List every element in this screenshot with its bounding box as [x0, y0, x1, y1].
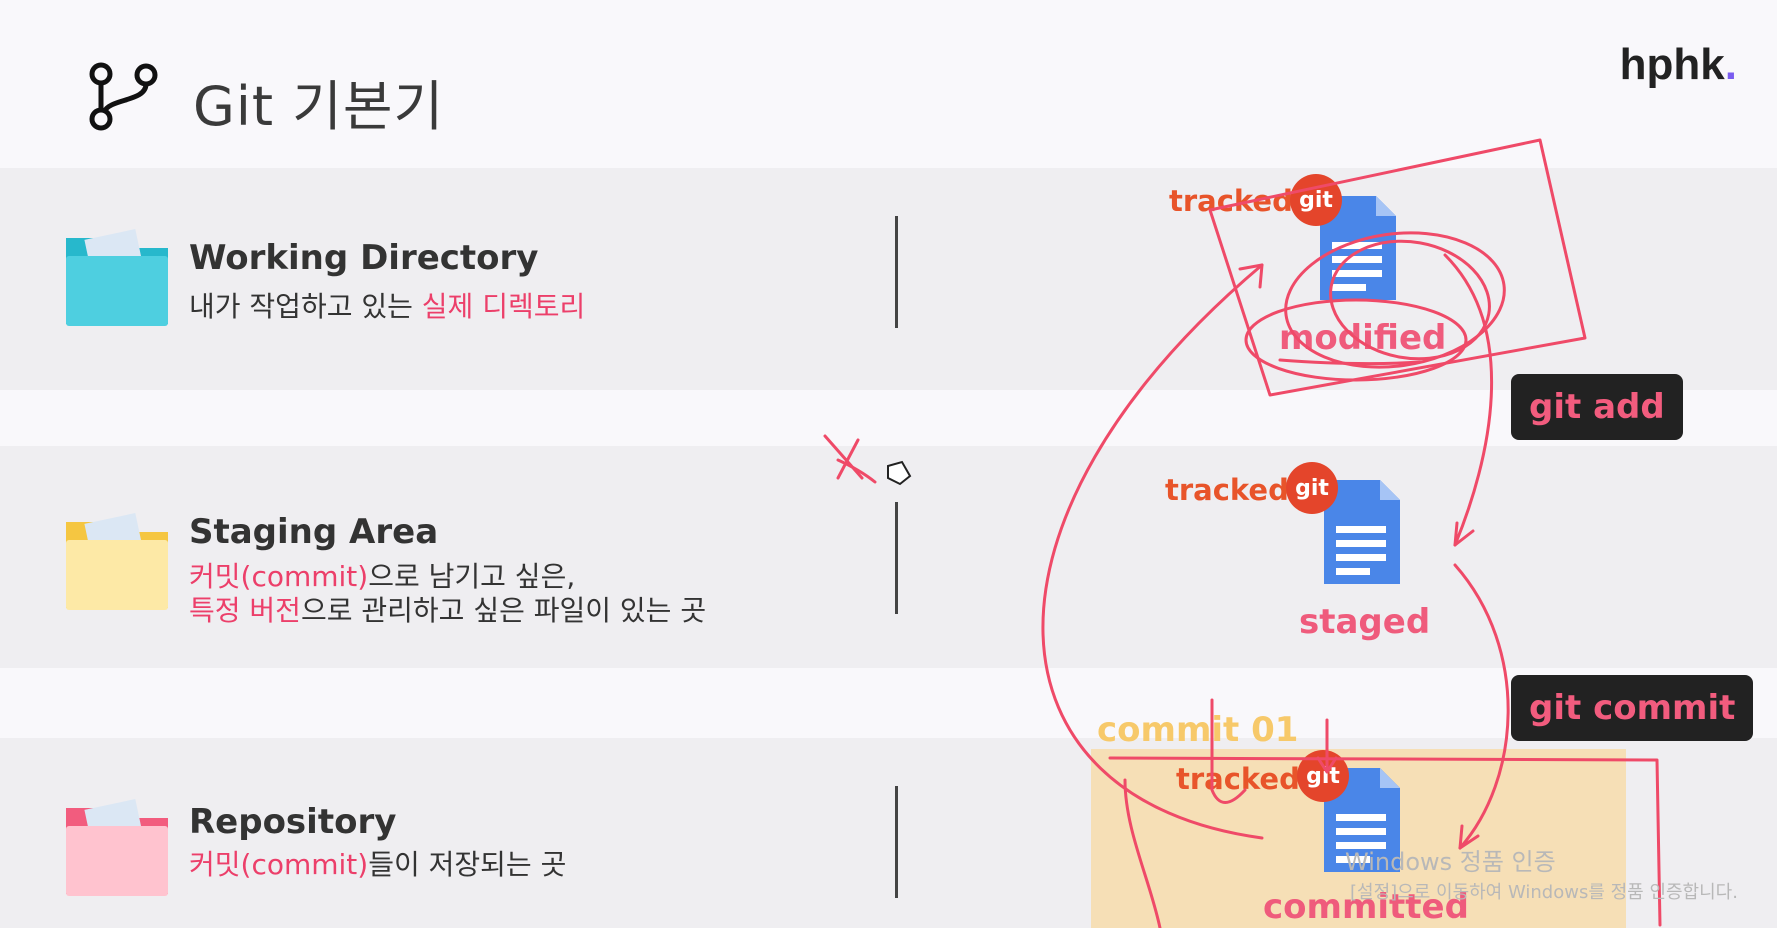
file-state-committed: committed [1263, 887, 1469, 927]
brand-logo: hphk. [1620, 40, 1737, 90]
desc-line-1: 커밋(commit)으로 남기고 싶은, [189, 560, 706, 594]
desc-line-2: 특정 버전으로 관리하고 싶은 파일이 있는 곳 [189, 594, 706, 628]
folder-pink-icon [66, 799, 168, 896]
working-directory-desc: 내가 작업하고 있는 실제 디렉토리 [189, 290, 585, 324]
divider-3 [895, 786, 898, 898]
brand-dot: . [1724, 40, 1737, 89]
staging-area-desc: 커밋(commit)으로 남기고 싶은, 특정 버전으로 관리하고 싶은 파일이… [189, 560, 706, 628]
desc-accent: 커밋(commit) [189, 560, 369, 593]
divider-2 [895, 502, 898, 614]
desc-text: 으로 남기고 싶은, [368, 560, 576, 593]
activation-watermark-title: Windows 정품 인증 [1345, 848, 1556, 876]
file-state-modified: modified [1279, 318, 1447, 358]
desc-accent: 특정 버전 [189, 594, 301, 627]
desc-accent: 실제 디렉토리 [421, 290, 586, 323]
repository-title: Repository [189, 802, 397, 842]
git-commit-command: git commit [1511, 675, 1754, 741]
repository-desc: 커밋(commit)들이 저장되는 곳 [189, 848, 566, 882]
document-icon [1324, 768, 1400, 872]
document-icon [1320, 196, 1396, 300]
brand-text: hphk [1619, 40, 1725, 89]
commit-label: commit 01 [1097, 710, 1299, 750]
document-icon [1324, 480, 1400, 584]
git-badge: git [1290, 174, 1342, 226]
tracked-label: tracked [1165, 473, 1289, 507]
staging-area-title: Staging Area [189, 512, 439, 552]
page-title: Git 기본기 [193, 75, 445, 138]
activation-watermark-text: [설정]으로 이동하여 Windows를 정품 인증합니다. [1350, 882, 1738, 903]
file-state-staged: staged [1299, 602, 1431, 642]
git-branch-icon [89, 62, 158, 131]
desc-text: 들이 저장되는 곳 [368, 848, 567, 881]
staging-area-band [0, 446, 1777, 668]
tracked-label: tracked [1169, 184, 1293, 218]
folder-yellow-icon [66, 513, 168, 610]
working-directory-title: Working Directory [189, 238, 539, 278]
git-add-command: git add [1511, 374, 1683, 440]
desc-text: 내가 작업하고 있는 [189, 290, 422, 323]
tracked-label: tracked [1176, 762, 1300, 796]
desc-text: 으로 관리하고 싶은 파일이 있는 곳 [300, 594, 707, 627]
folder-blue-icon [66, 229, 168, 326]
git-badge: git [1286, 462, 1338, 514]
desc-accent: 커밋(commit) [189, 848, 369, 881]
divider-1 [895, 216, 898, 328]
